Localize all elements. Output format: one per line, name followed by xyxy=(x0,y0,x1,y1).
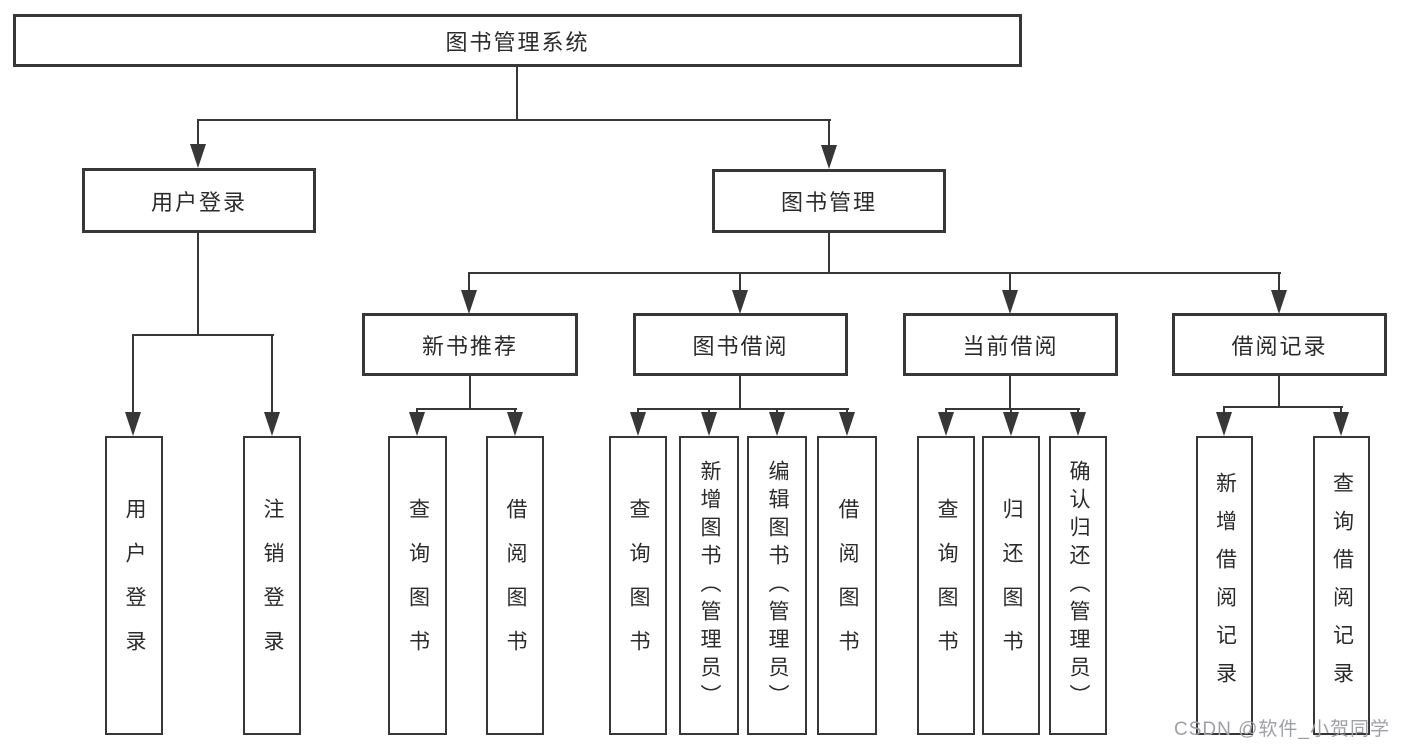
arrowhead-down-icon xyxy=(839,412,855,436)
node-book-borrow-label: 图书借阅 xyxy=(692,333,789,359)
connector-line xyxy=(469,374,471,410)
csdn-watermark: CSDN @软件_小贺同学 xyxy=(1174,719,1390,740)
node-logout-label: 注销登录 xyxy=(261,497,285,674)
connector-line xyxy=(197,231,199,336)
node-query-borrow-record-label: 查询借阅记录 xyxy=(1330,471,1354,700)
connector-line xyxy=(1223,406,1343,408)
arrowhead-down-icon xyxy=(1070,412,1086,436)
arrowhead-down-icon xyxy=(125,412,141,436)
node-library-system: 图书管理系统 xyxy=(13,14,1022,67)
connector-line xyxy=(1278,272,1280,291)
arrowhead-down-icon xyxy=(1271,290,1287,314)
connector-line xyxy=(1077,408,1079,414)
arrowhead-down-icon xyxy=(732,290,748,314)
connector-line xyxy=(945,408,947,414)
connector-line xyxy=(197,119,199,146)
node-query-books-1-label: 查询图书 xyxy=(406,497,430,674)
node-borrow-book-2-label: 借阅图书 xyxy=(836,497,860,674)
connector-line xyxy=(468,272,1281,274)
node-query-books-3: 查询图书 xyxy=(917,436,975,735)
node-add-borrow-record: 新增借阅记录 xyxy=(1196,436,1253,735)
node-user-login-label: 用户登录 xyxy=(150,189,247,215)
node-new-book-recommend-label: 新书推荐 xyxy=(421,333,518,359)
arrowhead-down-icon xyxy=(938,412,954,436)
connector-line xyxy=(468,272,470,291)
node-current-borrow-label: 当前借阅 xyxy=(962,333,1059,359)
node-query-books-1: 查询图书 xyxy=(388,436,447,735)
node-return-book-label: 归还图书 xyxy=(1000,497,1024,674)
connector-line xyxy=(846,408,848,414)
node-borrow-book-1-label: 借阅图书 xyxy=(504,497,528,674)
connector-line xyxy=(516,66,518,121)
node-borrow-book-1: 借阅图书 xyxy=(486,436,544,735)
connector-line xyxy=(514,408,516,414)
node-borrow-records-label: 借阅记录 xyxy=(1231,333,1328,359)
node-add-book-admin-label: 新增图书（管理员） xyxy=(698,459,722,712)
node-user-login-leaf-label: 用户登录 xyxy=(123,497,147,674)
node-user-login-leaf: 用户登录 xyxy=(105,436,163,735)
node-new-book-recommend: 新书推荐 xyxy=(362,313,578,376)
node-query-books-2-label: 查询图书 xyxy=(627,497,651,674)
node-user-login: 用户登录 xyxy=(82,168,316,233)
arrowhead-down-icon xyxy=(461,290,477,314)
connector-line xyxy=(739,272,741,291)
connector-line xyxy=(739,374,741,410)
connector-line xyxy=(271,334,273,414)
arrowhead-down-icon xyxy=(1216,412,1232,436)
connector-line xyxy=(945,408,1080,410)
connector-line xyxy=(708,408,710,414)
node-query-books-2: 查询图书 xyxy=(609,436,667,735)
connector-line xyxy=(776,408,778,414)
connector-line xyxy=(637,408,639,414)
arrowhead-down-icon xyxy=(630,412,646,436)
node-confirm-return-admin: 确认归还（管理员） xyxy=(1049,436,1107,735)
node-query-borrow-record: 查询借阅记录 xyxy=(1313,436,1370,735)
connector-line xyxy=(1009,374,1011,410)
node-book-management-label: 图书管理 xyxy=(780,190,877,215)
node-book-borrow: 图书借阅 xyxy=(633,313,848,376)
arrowhead-down-icon xyxy=(1002,290,1018,314)
node-current-borrow: 当前借阅 xyxy=(903,313,1118,376)
arrowhead-down-icon xyxy=(821,145,837,169)
node-book-management: 图书管理 xyxy=(712,169,946,233)
node-add-book-admin: 新增图书（管理员） xyxy=(679,436,739,735)
connector-line xyxy=(637,408,849,410)
connector-line xyxy=(1223,406,1225,414)
node-borrow-book-2: 借阅图书 xyxy=(817,436,877,735)
connector-line xyxy=(132,334,274,336)
connector-line xyxy=(828,232,830,274)
arrowhead-down-icon xyxy=(409,412,425,436)
arrowhead-down-icon xyxy=(769,412,785,436)
node-edit-book-admin: 编辑图书（管理员） xyxy=(747,436,807,735)
arrowhead-down-icon xyxy=(701,412,717,436)
connector-line xyxy=(1340,406,1342,414)
connector-line xyxy=(132,334,134,414)
arrowhead-down-icon xyxy=(1333,412,1349,436)
node-edit-book-admin-label: 编辑图书（管理员） xyxy=(766,459,790,712)
node-borrow-records: 借阅记录 xyxy=(1172,313,1387,376)
connector-line xyxy=(1278,374,1280,408)
connector-line xyxy=(416,408,517,410)
connector-line xyxy=(197,119,831,121)
connector-line xyxy=(1010,408,1012,414)
node-add-borrow-record-label: 新增借阅记录 xyxy=(1213,471,1237,700)
node-logout: 注销登录 xyxy=(243,436,301,735)
connector-line xyxy=(1009,272,1011,291)
node-query-books-3-label: 查询图书 xyxy=(935,497,959,674)
node-library-system-label: 图书管理系统 xyxy=(445,29,590,55)
connector-line xyxy=(828,119,830,147)
node-confirm-return-admin-label: 确认归还（管理员） xyxy=(1067,459,1091,712)
node-return-book: 归还图书 xyxy=(982,436,1040,735)
connector-line xyxy=(416,408,418,414)
arrowhead-down-icon xyxy=(1003,412,1019,436)
arrowhead-down-icon xyxy=(507,412,523,436)
arrowhead-down-icon xyxy=(264,412,280,436)
arrowhead-down-icon xyxy=(190,144,206,168)
